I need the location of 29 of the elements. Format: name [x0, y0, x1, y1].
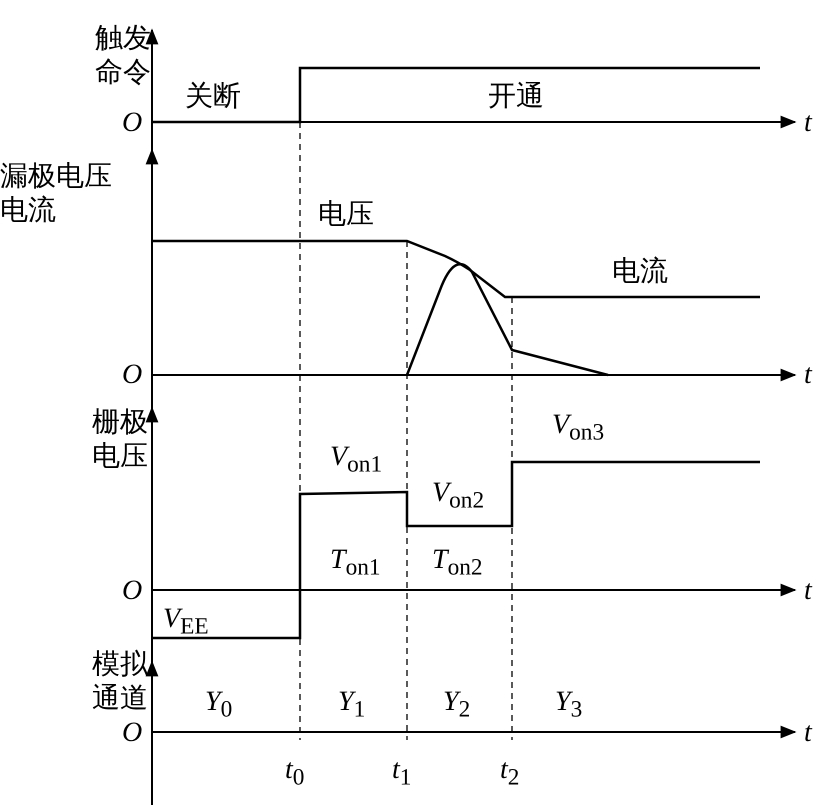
axis-label: t [804, 574, 812, 608]
origin-label: O [122, 106, 142, 140]
channel-state-label: Y$_{1}$ [338, 685, 366, 725]
origin-label: O [122, 716, 142, 750]
time-mark-label: t$_{2}$ [500, 753, 520, 793]
voltage-level-label: V$_{on2}$ [432, 476, 484, 516]
axis-title: 模拟通道 [92, 648, 149, 716]
channel-state-label: Y$_{2}$ [443, 685, 470, 725]
channel-state-label: Y$_{0}$ [205, 685, 232, 725]
axis-title: 触发命令 [95, 22, 152, 90]
time-mark-label: t$_{0}$ [285, 753, 304, 793]
voltage-level-label: V$_{EE}$ [163, 602, 209, 642]
interval-label: T$_{on1}$ [330, 543, 381, 583]
state-label: 关断 [185, 80, 241, 114]
interval-label: T$_{on2}$ [432, 543, 483, 583]
origin-label: O [122, 358, 142, 392]
time-mark-label: t$_{1}$ [392, 753, 412, 793]
axis-label: t [804, 358, 812, 392]
voltage-level-label: V$_{on3}$ [552, 408, 604, 448]
origin-label: O [122, 574, 142, 608]
curve-label: 电压 [318, 198, 374, 232]
axis-label: t [804, 716, 812, 750]
axis-title: 栅极电压 [92, 406, 149, 474]
voltage-level-label: V$_{on1}$ [330, 440, 382, 480]
axis-title: 漏极电压电流 [0, 160, 113, 228]
channel-state-label: Y$_{3}$ [555, 685, 582, 725]
axis-label: t [804, 106, 812, 140]
curve-label: 电流 [612, 255, 668, 289]
state-label: 开通 [488, 80, 544, 114]
